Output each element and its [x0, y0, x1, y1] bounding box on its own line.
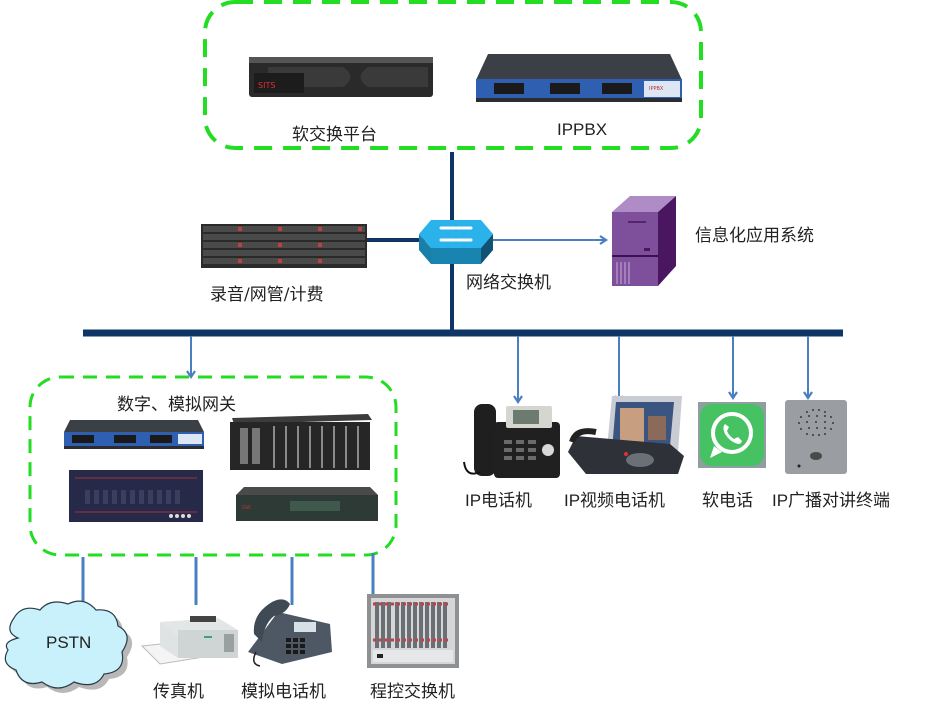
pbx-label: 程控交换机 [370, 682, 455, 702]
analog-phone-icon [248, 599, 332, 667]
ip-broadcast-intercom-icon [785, 400, 847, 474]
gateway-device-2 [230, 414, 372, 470]
analog-phone-label: 模拟电话机 [241, 682, 326, 702]
recording-label: 录音/网管/计费 [210, 285, 324, 305]
pbx-cabinet-icon [367, 594, 459, 668]
recording-server-icon [201, 224, 367, 268]
gateway-device-4: GW [236, 487, 378, 521]
network-switch-label: 网络交换机 [466, 273, 551, 293]
svg-text:IPPBX: IPPBX [649, 86, 664, 92]
softphone-label: 软电话 [702, 491, 753, 511]
ip-video-phone-icon [568, 396, 684, 474]
pstn-label: PSTN [46, 633, 92, 652]
ip-broadcast-intercom-label: IP广播对讲终端 [772, 491, 891, 510]
svg-text:GW: GW [242, 505, 251, 511]
core-group-border [203, 0, 703, 150]
gateway-device-1 [64, 420, 204, 449]
network-switch-icon [419, 220, 493, 264]
pstn-cloud-icon [4, 600, 133, 693]
fax-machine-icon [140, 616, 238, 665]
softswitch-label: 软交换平台 [292, 125, 377, 145]
ip-phone-label: IP电话机 [465, 491, 533, 510]
ip-phone-icon [463, 404, 560, 478]
fax-label: 传真机 [153, 682, 204, 702]
info-system-server-icon [612, 196, 676, 286]
info-system-label: 信息化应用系统 [695, 226, 814, 246]
gateway-group-label: 数字、模拟网关 [117, 395, 236, 415]
ippbx-label: IPPBX [557, 120, 608, 139]
ip-video-phone-label: IP视频电话机 [564, 491, 666, 510]
gateway-group-border [28, 375, 398, 557]
softswitch-device: SITS [249, 57, 433, 97]
ippbx-device: IPPBX [476, 54, 682, 102]
svg-text:SITS: SITS [258, 81, 275, 90]
softphone-icon [698, 402, 766, 468]
gateway-device-3 [69, 470, 203, 522]
